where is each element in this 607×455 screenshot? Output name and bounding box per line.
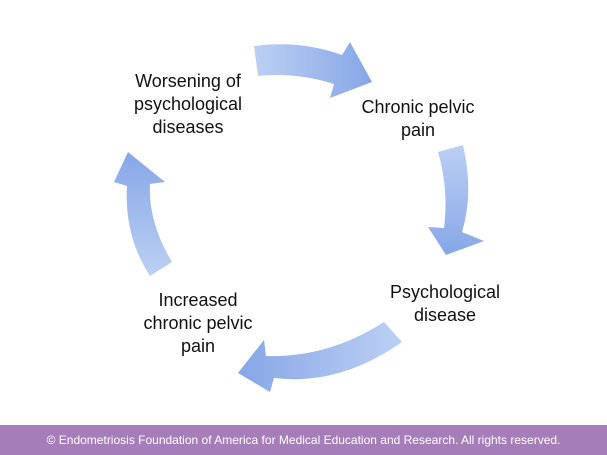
node-label-line: Increased xyxy=(158,290,238,310)
node-psychological-disease: Psychological disease xyxy=(365,281,525,327)
arrow-chronic-to-psychological xyxy=(428,145,484,255)
node-label-line: disease xyxy=(413,305,477,325)
node-label-line: Psychological xyxy=(389,282,501,302)
node-label-line: pain xyxy=(400,120,436,140)
node-label-line: chronic pelvic xyxy=(143,313,253,333)
node-label-line: psychological xyxy=(133,94,243,114)
node-increased-chronic-pelvic-pain: Increased chronic pelvic pain xyxy=(118,289,278,358)
arrow-increased-to-worsening xyxy=(114,152,172,276)
node-label-line: Worsening of xyxy=(135,71,241,91)
node-chronic-pelvic-pain: Chronic pelvic pain xyxy=(338,96,498,142)
arrow-psychological-to-increased xyxy=(238,322,402,392)
node-worsening-psychological-diseases: Worsening of psychological diseases xyxy=(108,70,268,139)
cycle-diagram xyxy=(114,42,484,392)
copyright-text: © Endometriosis Foundation of America fo… xyxy=(46,433,561,447)
arrow-worsening-to-chronic xyxy=(254,42,372,98)
node-label-line: Chronic pelvic xyxy=(361,97,475,117)
node-label-line: diseases xyxy=(152,117,224,137)
node-label-line: pain xyxy=(180,336,216,356)
copyright-footer: © Endometriosis Foundation of America fo… xyxy=(0,425,607,455)
